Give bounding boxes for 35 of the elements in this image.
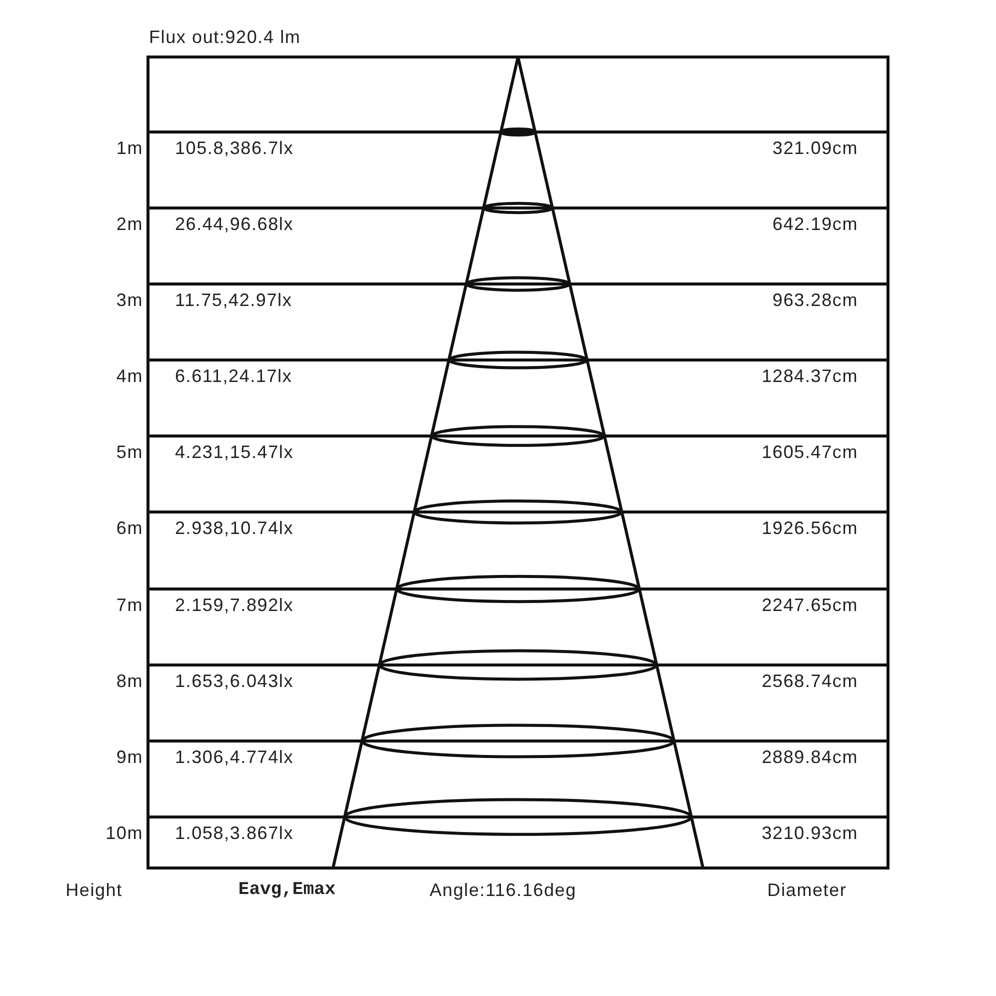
height-label: 3m (116, 289, 143, 311)
height-label: 10m (106, 822, 143, 844)
height-label: 1m (116, 137, 143, 159)
diameter-value: 1605.47cm (762, 441, 858, 463)
height-label: 2m (116, 213, 143, 235)
illuminance-value: 1.653,6.043lx (175, 670, 294, 692)
diameter-value: 1926.56cm (762, 517, 858, 539)
chart-title: Flux out:920.4 lm (149, 26, 301, 48)
diameter-value: 2568.74cm (762, 670, 858, 692)
height-label: 7m (116, 594, 143, 616)
column-caption: Angle:116.16deg (430, 879, 576, 901)
height-label: 4m (116, 365, 143, 387)
diameter-value: 642.19cm (772, 213, 858, 235)
illuminance-value: 4.231,15.47lx (175, 441, 294, 463)
illuminance-value: 6.611,24.17lx (175, 365, 292, 387)
column-caption: Diameter (767, 879, 847, 901)
column-caption: Eavg,Emax (238, 879, 336, 901)
illuminance-value: 1.306,4.774lx (175, 746, 294, 768)
diameter-value: 2247.65cm (762, 594, 858, 616)
diameter-value: 3210.93cm (762, 822, 858, 844)
illuminance-value: 2.938,10.74lx (175, 517, 294, 539)
diameter-value: 963.28cm (772, 289, 858, 311)
illuminance-value: 2.159,7.892lx (175, 594, 294, 616)
illuminance-value: 1.058,3.867lx (175, 822, 294, 844)
height-label: 6m (116, 517, 143, 539)
column-caption: Height (66, 879, 122, 901)
height-label: 8m (116, 670, 143, 692)
diameter-value: 1284.37cm (762, 365, 858, 387)
illuminance-value: 26.44,96.68lx (175, 213, 294, 235)
height-label: 5m (116, 441, 143, 463)
diameter-value: 321.09cm (772, 137, 858, 159)
illuminance-value: 105.8,386.7lx (175, 137, 294, 159)
illuminance-value: 11.75,42.97lx (175, 289, 292, 311)
height-label: 9m (116, 746, 143, 768)
diameter-value: 2889.84cm (762, 746, 858, 768)
